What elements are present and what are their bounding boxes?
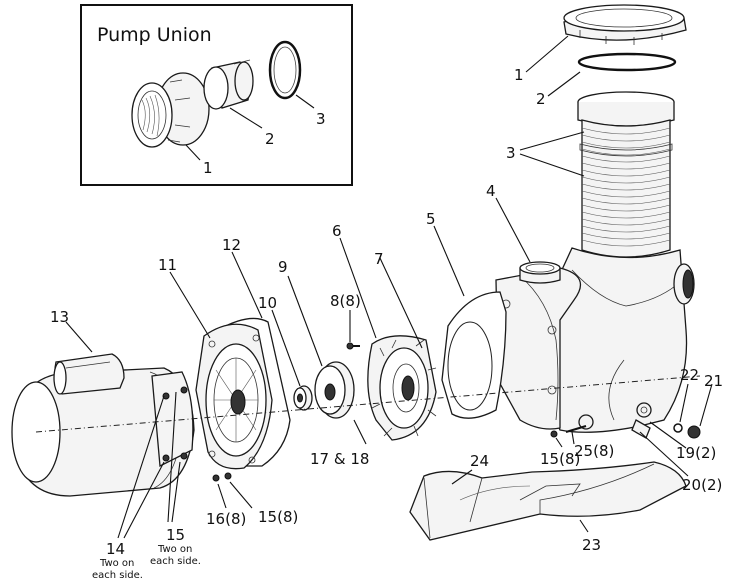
pump-union-inset: Pump Union 1 2 3 [80,4,353,186]
label-9: 9 [278,258,288,276]
inset-title: Pump Union [97,24,212,46]
label-25: 25(8) [574,442,614,460]
label-1: 1 [514,66,524,84]
diffuser [367,335,437,441]
pump-base [409,461,687,541]
strainer-basket [577,91,675,258]
label-11: 11 [158,256,177,274]
callout-labels: 1 2 3 4 5 6 7 8(8) 9 10 11 12 13 14 Two … [50,66,723,581]
lid-o-ring [577,52,677,72]
label-10: 10 [258,294,277,312]
leader-lines [65,35,713,539]
label-4: 4 [486,182,496,200]
label-3: 3 [506,144,516,162]
note-14-line1: Two on [99,558,134,569]
label-21: 21 [704,372,723,390]
inset-label-2: 2 [265,130,275,148]
label-24: 24 [470,452,489,470]
label-6: 6 [332,222,342,240]
label-2: 2 [536,90,546,108]
label-22: 22 [680,366,699,384]
label-23: 23 [582,536,601,554]
label-19: 19(2) [676,444,716,462]
strainer-lid [563,4,687,45]
label-12: 12 [222,236,241,254]
seal-plate [195,323,273,470]
inset-label-3: 3 [316,110,326,128]
note-14-line2: each side. [92,570,143,581]
union-nut [131,72,210,148]
label-13: 13 [50,308,69,326]
label-5: 5 [426,210,436,228]
shaft-seal [293,385,313,411]
union-tailpiece [203,59,254,110]
label-15-housing: 15(8) [540,450,580,468]
label-17-18: 17 & 18 [310,450,369,468]
label-16: 16(8) [206,510,246,528]
inset-label-1: 1 [203,159,213,177]
label-15-seal-plate: 15(8) [258,508,298,526]
label-7: 7 [374,250,384,268]
label-15: 15 [166,526,185,544]
note-15-line2: each side. [150,556,201,567]
label-20: 20(2) [682,476,722,494]
hardware [212,342,701,482]
union-o-ring [268,40,302,100]
pump-housing [495,247,695,433]
label-14: 14 [106,540,125,558]
impeller [314,361,355,419]
motor [11,353,195,497]
note-15-line1: Two on [157,544,192,555]
label-8: 8(8) [330,292,361,310]
